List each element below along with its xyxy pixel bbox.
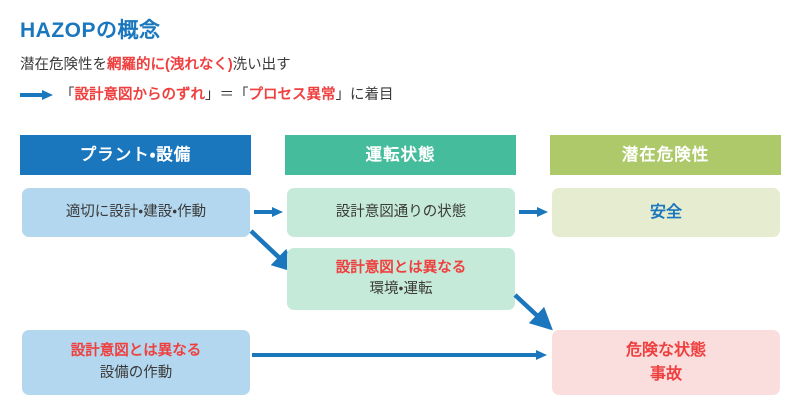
column-header-operating-state: 運転状態 [285, 135, 516, 175]
column-header-plant: プラント・設備 [20, 135, 251, 175]
lead-statement: 潜在危険性を網羅的に(洩れなく)洗い出す [20, 58, 291, 73]
right-arrow-icon [20, 90, 54, 101]
page-title: HAZOPの概念 [20, 19, 161, 42]
box-as-intended-line1: 設計意図通りの状態 [335, 203, 467, 220]
box-proper-design-line1: 適切に設計・建設・作動 [65, 203, 207, 220]
right-arrow-icon [254, 207, 284, 217]
box-safe: 安全 [552, 188, 780, 237]
box-deviation-environment-line1: 設計意図とは異なる [335, 259, 467, 276]
box-as-intended: 設計意図通りの状態 [287, 188, 515, 237]
focus-equals: 」＝「 [205, 87, 249, 103]
focus-statement: 「設計意図からのずれ」＝「プロセス異常」に着目 [20, 88, 394, 103]
column-header-potential-hazard: 潜在危険性 [550, 135, 781, 175]
diagonal-down-right-arrow-icon [513, 293, 553, 331]
box-deviation-environment-line2: 環境・運転 [369, 281, 433, 297]
long-right-arrow-icon [252, 350, 549, 360]
box-accident-line1: 危険な状態 [625, 342, 706, 360]
focus-term-deviation: 設計意図からのずれ [74, 87, 206, 103]
focus-term-process-abnormality: プロセス異常 [248, 87, 336, 103]
diagonal-down-right-arrow-icon [249, 229, 295, 273]
box-accident: 危険な状態 事故 [552, 330, 780, 395]
box-deviation-equipment-line1: 設計意図とは異なる [70, 343, 202, 360]
lead-suffix: 洗い出す [232, 57, 291, 73]
box-deviation-equipment: 設計意図とは異なる 設備の作動 [22, 330, 250, 395]
box-deviation-environment: 設計意図とは異なる 環境・運転 [287, 248, 515, 310]
box-deviation-equipment-line2: 設備の作動 [99, 364, 173, 381]
focus-open-bracket: 「 [60, 87, 75, 103]
box-safe-line1: 安全 [649, 203, 682, 221]
lead-prefix: 潜在危険性を [20, 57, 107, 73]
right-arrow-icon [519, 207, 549, 217]
box-proper-design: 適切に設計・建設・作動 [22, 188, 250, 237]
lead-highlight: 網羅的に(洩れなく) [107, 57, 233, 73]
box-accident-line2: 事故 [649, 365, 682, 383]
focus-suffix: 」に着目 [335, 87, 394, 103]
